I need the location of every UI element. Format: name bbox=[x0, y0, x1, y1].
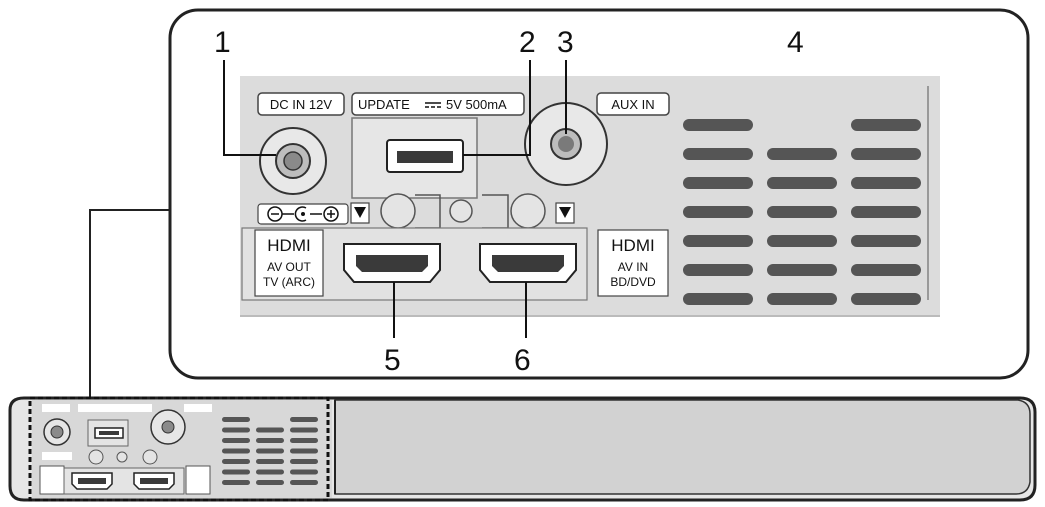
unit-ventilation-grille bbox=[222, 417, 318, 485]
vent-slot bbox=[683, 119, 753, 131]
svg-text:HDMI: HDMI bbox=[611, 236, 654, 255]
svg-text:UPDATE: UPDATE bbox=[358, 97, 410, 112]
callout-1: 1 bbox=[214, 26, 231, 59]
vent-slot bbox=[256, 448, 284, 454]
aux-in-label: AUX IN bbox=[596, 92, 670, 116]
vent-slot bbox=[851, 206, 921, 218]
callout-4: 4 bbox=[787, 26, 804, 59]
vent-slot bbox=[290, 417, 318, 422]
dc-in-jack bbox=[259, 127, 327, 195]
vent-slot bbox=[256, 427, 284, 433]
svg-text:HDMI: HDMI bbox=[267, 236, 310, 255]
ventilation-grille bbox=[683, 119, 921, 305]
hdmi-out-port bbox=[343, 243, 441, 283]
svg-text:AV IN: AV IN bbox=[618, 260, 648, 274]
vent-slot bbox=[256, 438, 284, 443]
vent-slot bbox=[683, 235, 753, 247]
svg-text:5V 500mA: 5V 500mA bbox=[446, 97, 507, 112]
vent-slot bbox=[222, 427, 250, 433]
vent-slot bbox=[222, 448, 250, 454]
svg-text:AV OUT: AV OUT bbox=[267, 260, 311, 274]
vent-slot bbox=[222, 459, 250, 464]
magnify-connector bbox=[89, 209, 170, 398]
dc-symbol-icon bbox=[425, 102, 441, 108]
vent-slot bbox=[683, 293, 753, 305]
vent-slot bbox=[767, 293, 837, 305]
callout-3: 3 bbox=[557, 26, 574, 59]
callout-6: 6 bbox=[514, 344, 531, 377]
mounting-holes bbox=[380, 193, 546, 229]
hdmi-in-port bbox=[479, 243, 577, 283]
vent-slot bbox=[256, 459, 284, 464]
vent-slot bbox=[256, 469, 284, 475]
vent-slot bbox=[222, 438, 250, 443]
dc-in-label: DC IN 12V bbox=[257, 92, 345, 116]
vent-slot bbox=[851, 119, 921, 131]
callout-5: 5 bbox=[384, 344, 401, 377]
vent-slot bbox=[767, 206, 837, 218]
down-triangle-icon bbox=[350, 202, 370, 224]
vent-slot bbox=[222, 480, 250, 485]
vent-slot bbox=[683, 264, 753, 276]
usb-update-port bbox=[351, 117, 478, 199]
hdmi-in-label: HDMI AV IN BD/DVD bbox=[597, 229, 669, 297]
hdmi-out-label: HDMI AV OUT TV (ARC) bbox=[254, 229, 324, 297]
vent-slot bbox=[222, 469, 250, 475]
svg-text:TV (ARC): TV (ARC) bbox=[263, 275, 315, 289]
vent-slot bbox=[256, 480, 284, 485]
vent-slot bbox=[851, 264, 921, 276]
vent-slot bbox=[683, 177, 753, 189]
vent-slot bbox=[290, 480, 318, 485]
callout-leaders bbox=[223, 60, 567, 338]
vent-slot bbox=[222, 417, 250, 422]
vent-slot bbox=[290, 438, 318, 443]
vent-slot bbox=[290, 469, 318, 475]
vent-slot bbox=[851, 293, 921, 305]
vent-slot bbox=[851, 148, 921, 160]
vent-slot bbox=[767, 177, 837, 189]
callout-2: 2 bbox=[519, 26, 536, 59]
update-label: UPDATE 5V 500mA bbox=[351, 92, 525, 116]
svg-text:BD/DVD: BD/DVD bbox=[610, 275, 656, 289]
vent-slot bbox=[290, 448, 318, 454]
vent-slot bbox=[851, 235, 921, 247]
highlight-dashed-box bbox=[28, 396, 330, 502]
vent-slot bbox=[851, 177, 921, 189]
vent-slot bbox=[767, 264, 837, 276]
down-triangle-icon bbox=[555, 202, 575, 224]
vent-slot bbox=[683, 206, 753, 218]
vent-slot bbox=[683, 148, 753, 160]
vent-slot bbox=[290, 459, 318, 464]
vent-slot bbox=[767, 148, 837, 160]
aux-in-jack bbox=[524, 102, 608, 186]
vent-slot bbox=[290, 427, 318, 433]
unit-connector-area bbox=[32, 400, 332, 498]
vent-slot bbox=[767, 235, 837, 247]
dc-polarity-icon bbox=[257, 203, 349, 225]
svg-text:AUX IN: AUX IN bbox=[611, 97, 654, 112]
svg-text:DC IN 12V: DC IN 12V bbox=[270, 97, 332, 112]
